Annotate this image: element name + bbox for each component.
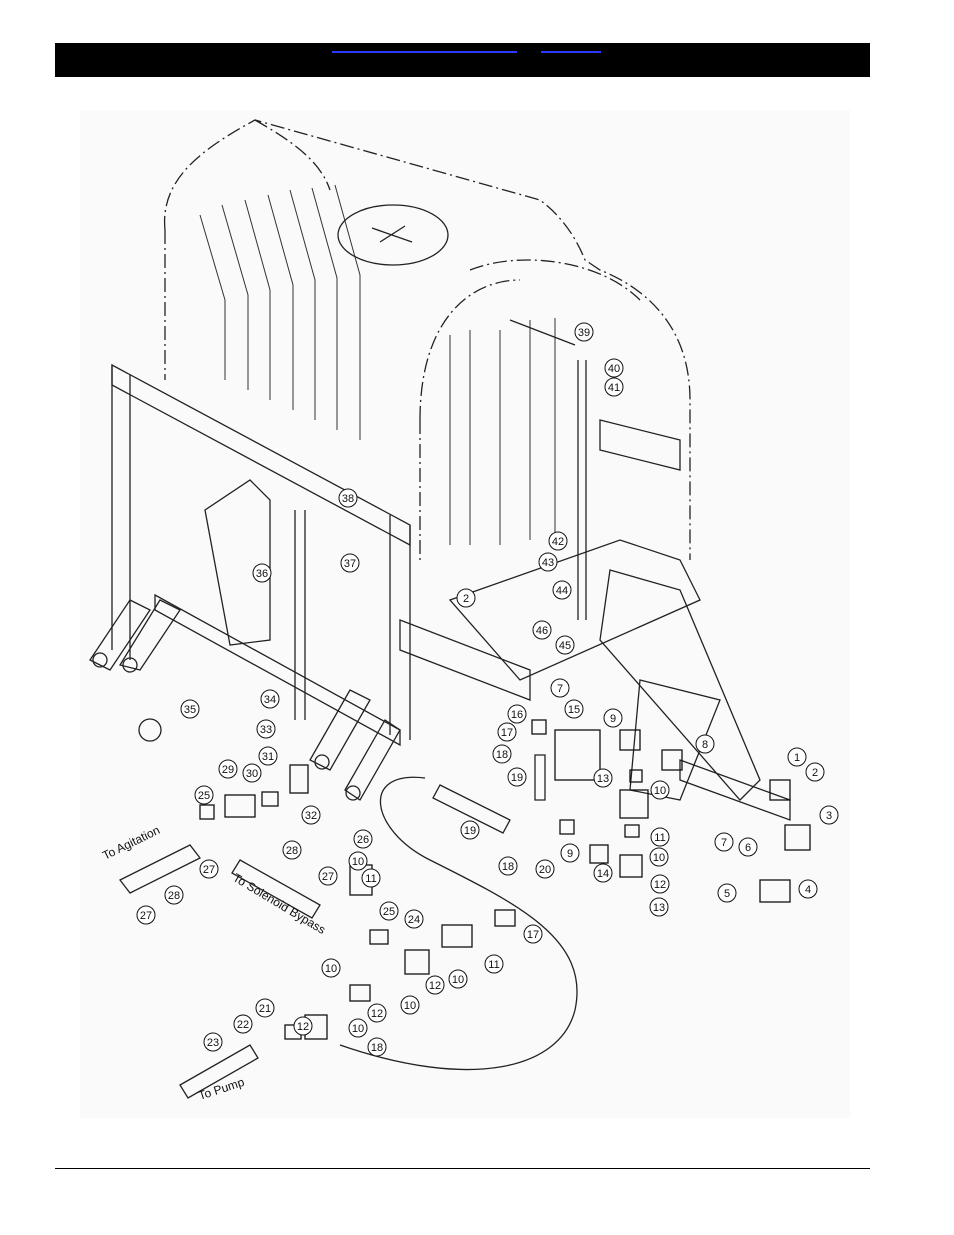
tank-ribs	[200, 185, 555, 545]
header-link-2[interactable]	[541, 43, 601, 53]
annotation-to-agitation: To Agitation	[100, 823, 162, 863]
callout-label-11: 11	[488, 959, 499, 971]
callout-label-13: 13	[597, 773, 609, 785]
callout-label-33: 33	[260, 724, 272, 736]
callout-label-31: 31	[262, 751, 274, 763]
callout-label-28: 28	[168, 890, 180, 902]
tank-outline	[165, 120, 690, 560]
callout-label-18: 18	[496, 749, 508, 761]
callout-label-42: 42	[552, 536, 564, 548]
frame	[112, 365, 790, 820]
callout-label-22: 22	[237, 1019, 249, 1031]
callout-label-10: 10	[653, 852, 665, 864]
callout-label-1: 1	[794, 752, 800, 764]
callout-label-28: 28	[286, 845, 298, 857]
header-link-1[interactable]	[332, 43, 517, 53]
callout-label-8: 8	[702, 739, 708, 751]
callout-label-10: 10	[452, 974, 464, 986]
callout-label-36: 36	[256, 568, 268, 580]
callout-label-24: 24	[408, 914, 420, 926]
callout-label-27: 27	[203, 864, 215, 876]
callout-label-11: 11	[654, 832, 665, 844]
callout-label-11: 11	[365, 873, 376, 885]
callout-labels: 1223456778991010101010101011111112121212…	[137, 323, 838, 1056]
annotation-to-solenoid-bypass: To Solenoid Bypass	[230, 871, 328, 937]
callout-label-13: 13	[653, 902, 665, 914]
callout-label-18: 18	[502, 861, 514, 873]
callout-label-35: 35	[184, 704, 196, 716]
callout-label-20: 20	[539, 864, 551, 876]
callout-label-6: 6	[745, 842, 751, 854]
callout-label-27: 27	[140, 910, 152, 922]
callout-label-23: 23	[207, 1037, 219, 1049]
callout-label-12: 12	[297, 1021, 309, 1033]
bypass-hose-loop	[340, 777, 577, 1069]
callout-label-9: 9	[610, 713, 616, 725]
callout-label-15: 15	[568, 704, 580, 716]
callout-label-38: 38	[342, 493, 354, 505]
callout-label-2: 2	[463, 593, 469, 605]
callout-label-19: 19	[464, 825, 476, 837]
callout-label-29: 29	[222, 764, 234, 776]
callout-label-34: 34	[264, 694, 276, 706]
callout-label-18: 18	[371, 1042, 383, 1054]
callout-label-16: 16	[511, 709, 523, 721]
callout-label-30: 30	[246, 768, 258, 780]
callout-label-45: 45	[559, 640, 571, 652]
callout-label-41: 41	[608, 382, 620, 394]
callout-label-46: 46	[536, 625, 548, 637]
callout-label-26: 26	[357, 834, 369, 846]
callout-label-10: 10	[654, 785, 666, 797]
callout-label-25: 25	[198, 790, 210, 802]
callout-label-10: 10	[404, 1000, 416, 1012]
fittings	[200, 720, 810, 1039]
callout-label-19: 19	[511, 772, 523, 784]
callout-label-39: 39	[578, 327, 590, 339]
callout-label-32: 32	[305, 810, 317, 822]
callout-label-17: 17	[501, 727, 513, 739]
callout-label-4: 4	[805, 884, 811, 896]
hose-segments	[120, 755, 545, 1098]
o-ring	[139, 719, 161, 741]
footer-rule	[55, 1168, 870, 1169]
callout-label-5: 5	[724, 888, 730, 900]
callout-label-44: 44	[556, 585, 568, 597]
callout-label-10: 10	[325, 963, 337, 975]
exploded-parts-diagram: To Agitation To Solenoid Bypass To Pump …	[80, 110, 850, 1118]
callout-label-12: 12	[429, 980, 441, 992]
header-bar	[55, 43, 870, 77]
callout-label-2: 2	[812, 767, 818, 779]
callout-label-12: 12	[371, 1008, 383, 1020]
callout-label-7: 7	[721, 837, 727, 849]
callout-label-37: 37	[344, 558, 356, 570]
callout-label-10: 10	[352, 1023, 364, 1035]
callout-label-7: 7	[557, 683, 563, 695]
callout-label-27: 27	[322, 871, 334, 883]
callout-label-10: 10	[352, 856, 364, 868]
callout-label-17: 17	[527, 929, 539, 941]
callout-label-12: 12	[654, 879, 666, 891]
callout-label-25: 25	[383, 906, 395, 918]
callout-label-40: 40	[608, 363, 620, 375]
callout-label-9: 9	[567, 848, 573, 860]
callout-label-3: 3	[826, 810, 832, 822]
callout-label-43: 43	[542, 557, 554, 569]
callout-label-21: 21	[259, 1003, 271, 1015]
callout-label-14: 14	[597, 868, 609, 880]
